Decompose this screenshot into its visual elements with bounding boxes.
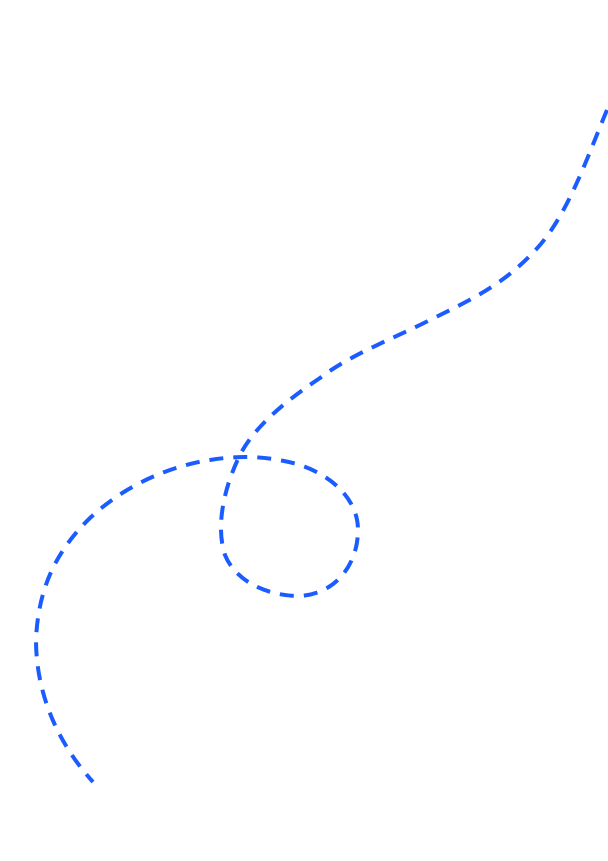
dashed-loop-curve [33,109,608,784]
